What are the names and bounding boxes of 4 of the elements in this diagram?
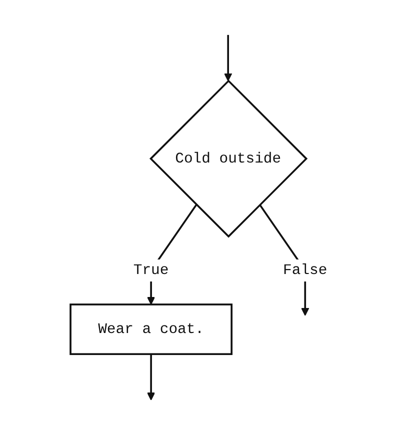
process-box: Wear a coat. (70, 304, 232, 356)
decision-diamond: Cold outside (149, 80, 308, 238)
arrow (146, 354, 155, 400)
arrow (224, 34, 232, 82)
